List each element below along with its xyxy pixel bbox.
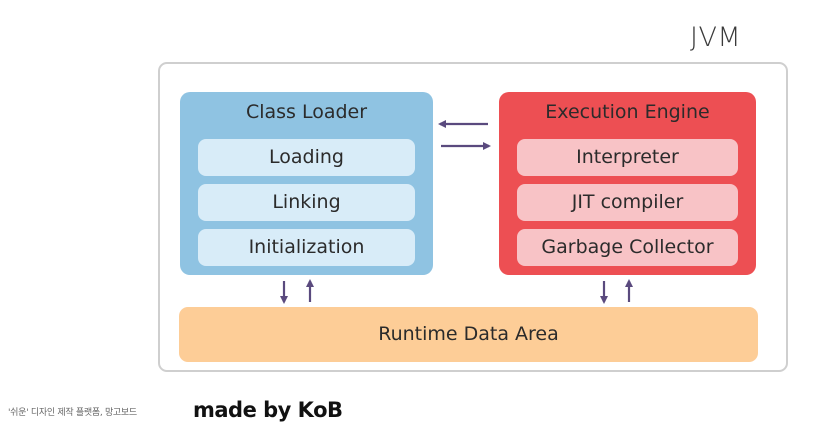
runtime-data-area-block: Runtime Data Area [179, 307, 758, 362]
jvm-label: JVM [690, 22, 742, 53]
initialization-step: Initialization [198, 229, 415, 266]
jit-compiler-component: JIT compiler [517, 184, 738, 221]
made-by-label: made by KoB [193, 398, 343, 422]
garbage-collector-component: Garbage Collector [517, 229, 738, 266]
class-loader-title: Class Loader [245, 101, 368, 123]
execution-engine-title: Execution Engine [545, 101, 710, 123]
loading-step: Loading [198, 139, 415, 176]
linking-step: Linking [198, 184, 415, 221]
execution-engine-block: Execution Engine Interpreter JIT compile… [499, 92, 756, 275]
interpreter-component: Interpreter [517, 139, 738, 176]
footer-credit: '쉬운' 디자인 제작 플랫폼, 망고보드 [8, 408, 137, 418]
class-loader-block: Class Loader Loading Linking Initializat… [180, 92, 433, 275]
